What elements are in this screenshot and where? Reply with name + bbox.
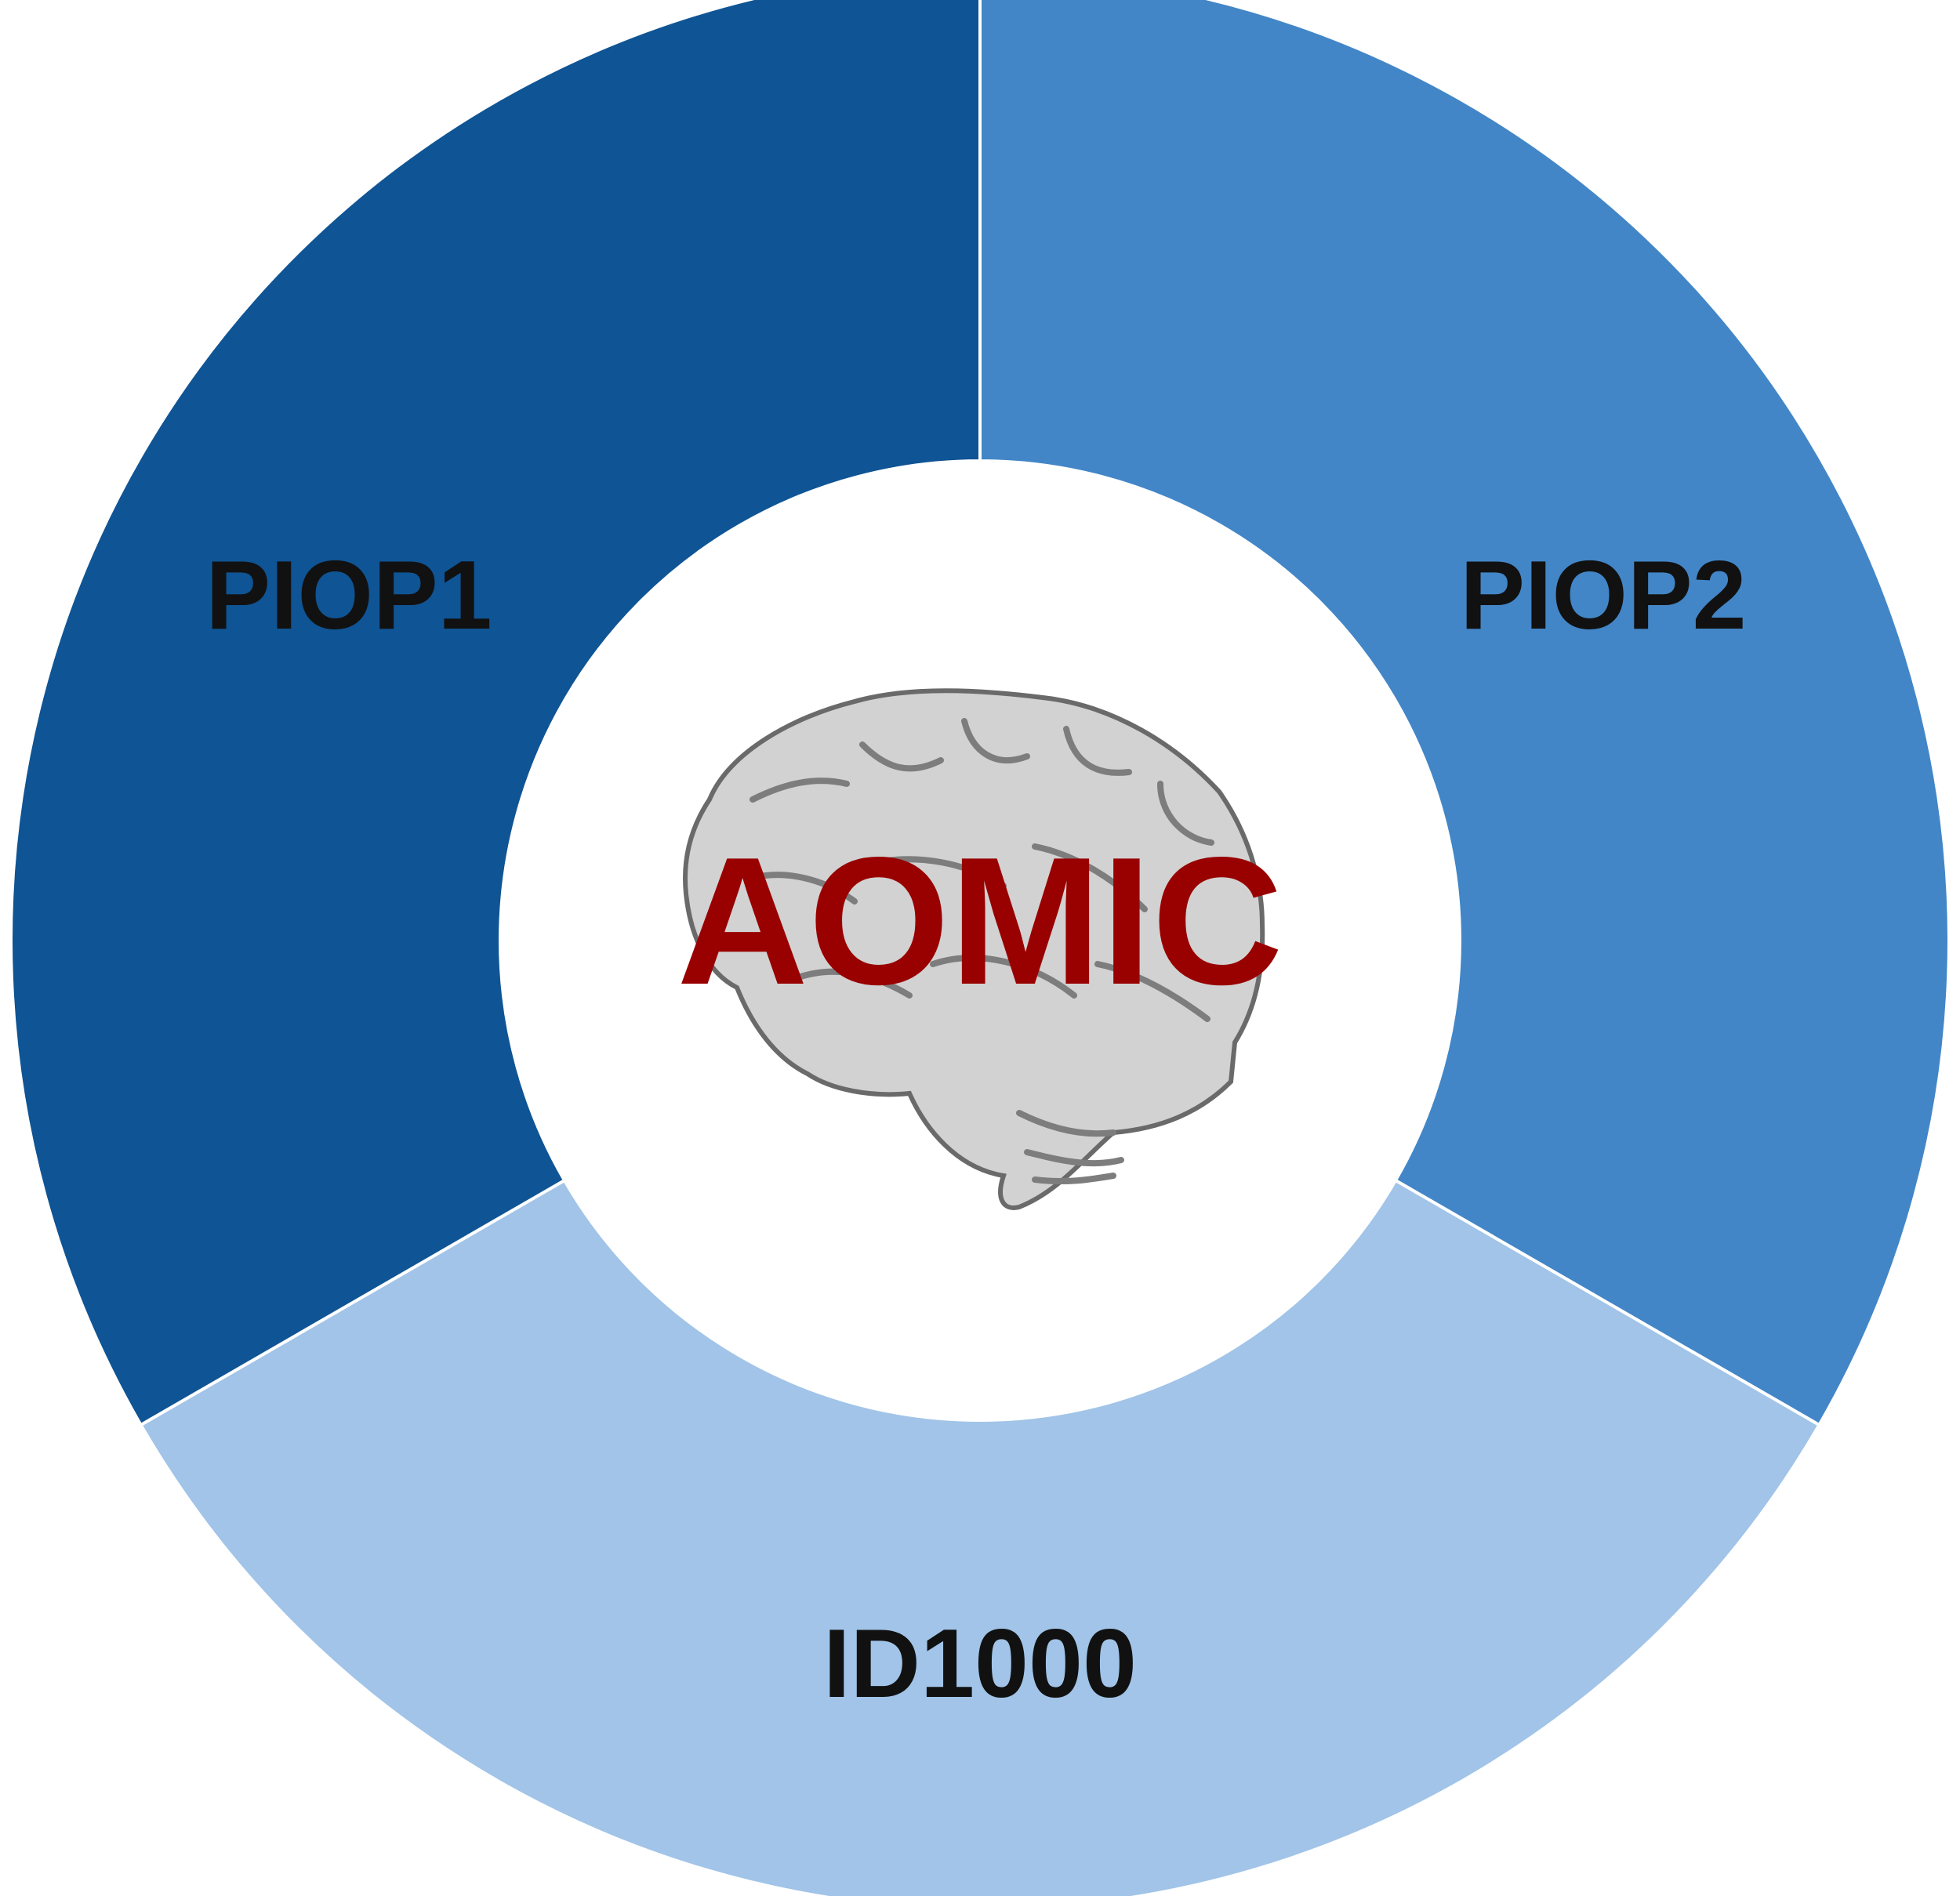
dataset-ring-segments [9, 0, 1951, 1896]
logo-title: AOMIC [677, 820, 1283, 1023]
segment-label-piop1: PIOP1 [205, 542, 492, 650]
segment-label-id1000: ID1000 [823, 1610, 1137, 1718]
segment-label-piop2: PIOP2 [1460, 542, 1746, 650]
brain-icon [683, 688, 1265, 1210]
